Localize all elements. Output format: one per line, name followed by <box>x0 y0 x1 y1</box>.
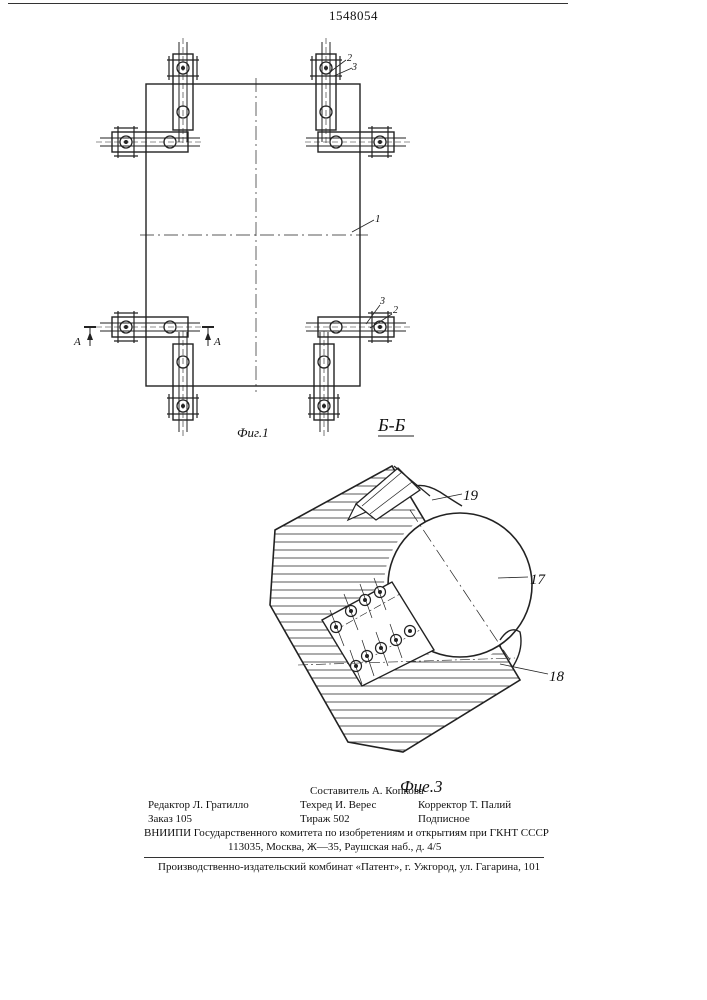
corrector: Корректор Т. Палий <box>418 798 511 812</box>
figure-1-caption: Фиг.1 <box>237 425 269 440</box>
callout-1: 1 <box>375 213 381 225</box>
imprint-block: Составитель А. Копкова Редактор Л. Грати… <box>0 782 707 872</box>
clamp-top-right-vertical <box>310 38 342 146</box>
circulation: Тираж 502 <box>300 812 350 826</box>
publisher: Производственно-издательский комбинат «П… <box>158 860 540 874</box>
callout-17: 17 <box>530 572 547 588</box>
subscription: Подписное <box>418 812 470 826</box>
screw <box>348 466 430 520</box>
callout-bottom-2: 2 <box>393 305 398 316</box>
figure-3: Б-Б <box>260 415 565 796</box>
clamp-top-left-vertical <box>167 38 199 146</box>
figure-1: 1 2 3 3 2 А А Фиг.1 <box>73 38 410 440</box>
clamp-bottom-left-vertical <box>167 328 199 436</box>
callout-top-3: 3 <box>351 62 357 73</box>
section-title-bb: Б-Б <box>377 415 406 435</box>
section-mark-right: А <box>202 327 221 348</box>
address: 113035, Москва, Ж—35, Раушская наб., д. … <box>228 840 441 854</box>
institute: ВНИИПИ Государственного комитета по изоб… <box>144 826 549 840</box>
clamp-top-left-horizontal <box>96 126 204 158</box>
clamp-bottom-right-vertical <box>308 328 340 436</box>
editor: Редактор Л. Гратилло <box>148 798 249 812</box>
callout-bottom-3: 3 <box>379 296 385 307</box>
section-mark-left: А <box>73 327 96 348</box>
callout-19: 19 <box>463 488 479 504</box>
clamp-top-right-horizontal <box>302 126 410 158</box>
clamp-bottom-left-horizontal <box>96 311 204 343</box>
order: Заказ 105 <box>148 812 192 826</box>
compiler: Составитель А. Копкова <box>310 784 424 798</box>
techred: Техред И. Верес <box>300 798 376 812</box>
svg-text:А: А <box>73 336 81 348</box>
callout-18: 18 <box>549 669 565 685</box>
svg-text:А: А <box>213 336 221 348</box>
